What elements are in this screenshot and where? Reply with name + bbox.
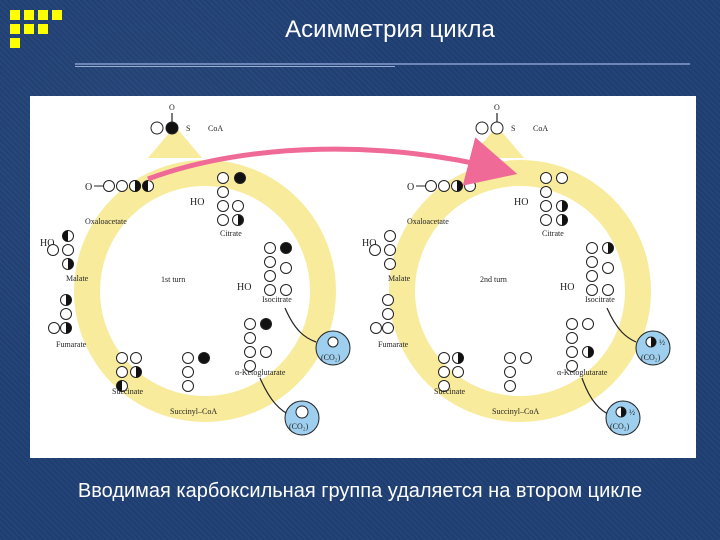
turn-2-acetyl-coa: O S CoA [475, 103, 548, 135]
turn-2-ketoglutarate-molecule [566, 318, 594, 372]
turn-2-succinate-molecule [438, 352, 464, 392]
turn-1-label-ketoglutarate: α-Ketoglutarate [235, 368, 286, 377]
turn-2-label-citrate: Citrate [542, 229, 564, 238]
turn-1-label-succinyl-coa: Succinyl–CoA [170, 407, 217, 416]
turn-1-co2-release-2: (CO₂) [284, 400, 320, 436]
svg-text:HO: HO [237, 282, 251, 293]
svg-text:(CO₂): (CO₂) [610, 422, 630, 431]
title-divider [75, 63, 690, 65]
svg-text:S: S [186, 124, 190, 133]
turn-1-label-citrate: Citrate [220, 229, 242, 238]
turn-1-label-fumarate: Fumarate [56, 340, 87, 349]
turn-1-cycle-arrow [74, 160, 336, 422]
svg-text:O: O [494, 103, 500, 112]
turn-2-label-malate: Malate [388, 274, 411, 283]
turn-2-label-fumarate: Fumarate [378, 340, 409, 349]
turn-2-succinyl-coa-molecule [504, 352, 532, 392]
turn-1-acetyl-coa: O S CoA [150, 103, 223, 135]
tca-cycle-diagram: O S CoA O Oxaloacetate HO [40, 103, 671, 436]
turn-1-isocitrate-molecule: HO [237, 242, 292, 296]
turn-1-cycle: O S CoA O Oxaloacetate HO [40, 103, 351, 436]
svg-text:HO: HO [560, 282, 574, 293]
turn-2-fumarate-molecule [370, 294, 394, 334]
svg-text:HO: HO [514, 197, 528, 208]
svg-text:½: ½ [659, 338, 665, 347]
turn-1-label-isocitrate: Isocitrate [262, 295, 292, 304]
turn-1-oxaloacetate-molecule: O [85, 180, 154, 193]
turn-2-label-isocitrate: Isocitrate [585, 295, 615, 304]
turn-1-citrate-molecule: HO [190, 172, 246, 226]
turn-1-co2-release-1: (CO₂) [315, 330, 351, 366]
turn-1-succinyl-coa-molecule [182, 352, 210, 392]
turn-1-fumarate-molecule [48, 294, 72, 334]
turn-2-label-succinyl-coa: Succinyl–CoA [492, 407, 539, 416]
svg-text:O: O [85, 182, 92, 193]
svg-text:O: O [407, 182, 414, 193]
turn-1-label-malate: Malate [66, 274, 89, 283]
svg-text:(CO₂): (CO₂) [289, 422, 309, 431]
turn-1-label: 1st turn [161, 275, 185, 284]
turn-2-label-ketoglutarate: α-Ketoglutarate [557, 368, 608, 377]
turn-1-input-arrowhead [148, 126, 202, 158]
svg-text:½: ½ [629, 408, 635, 417]
svg-text:HO: HO [190, 197, 204, 208]
svg-text:CoA: CoA [208, 124, 223, 133]
tca-cycle-figure: O S CoA O Oxaloacetate HO [30, 96, 696, 458]
turn-2-cycle: O S CoA O Oxaloacetate HO [362, 103, 671, 436]
svg-text:HO: HO [362, 238, 376, 249]
turn-2-co2-release-2: ½ (CO₂) [605, 400, 641, 436]
turn-1-succinate-molecule [116, 352, 142, 392]
svg-text:(CO₂): (CO₂) [321, 353, 341, 362]
svg-text:CoA: CoA [533, 124, 548, 133]
turn-1-ketoglutarate-molecule [244, 318, 272, 372]
svg-text:HO: HO [40, 238, 54, 249]
turn-2-citrate-molecule: HO [514, 172, 568, 226]
turn-2-co2-release-1: ½ (CO₂) [635, 330, 671, 366]
title-divider-secondary [75, 66, 395, 67]
turn-2-cycle-arrow [389, 160, 651, 422]
slide-title: Асимметрия цикла [285, 16, 495, 43]
svg-text:S: S [511, 124, 515, 133]
turn-2-isocitrate-molecule: HO [560, 242, 614, 296]
turn-2-label-oxaloacetate: Oxaloacetate [407, 217, 449, 226]
turn-2-oxaloacetate-molecule: O [407, 180, 476, 193]
slide-caption: Вводимая карбоксильная группа удаляется … [77, 480, 643, 502]
turn-1-malate-molecule: HO [40, 230, 74, 270]
svg-text:O: O [169, 103, 175, 112]
turn-2-label: 2nd turn [480, 275, 507, 284]
turn-1-label-succinate: Succinate [112, 387, 144, 396]
carbon-transfer-arrow [147, 137, 518, 186]
svg-text:(CO₂): (CO₂) [641, 353, 661, 362]
turn-2-label-succinate: Succinate [434, 387, 466, 396]
turn-1-label-oxaloacetate: Oxaloacetate [85, 217, 127, 226]
turn-2-malate-molecule: HO [362, 230, 396, 270]
